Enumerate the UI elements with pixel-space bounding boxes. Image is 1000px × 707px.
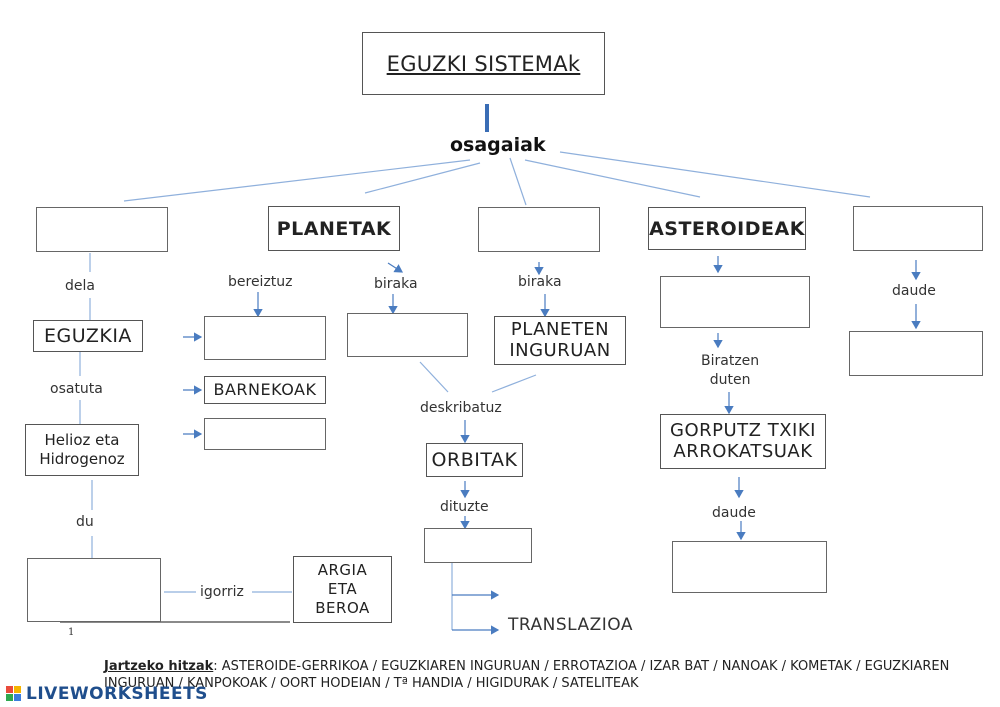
- blank-box-planet-type-3[interactable]: [204, 418, 326, 450]
- eguzkia-text: EGUZKIA: [44, 325, 132, 347]
- label-dituzte: dituzte: [440, 499, 489, 515]
- page-number: 1: [68, 627, 75, 638]
- blank-box-asteroid-location[interactable]: [660, 276, 810, 328]
- label-du: du: [76, 514, 94, 530]
- liveworksheets-logo: LIVEWORKSHEETS: [6, 684, 208, 704]
- blank-box-asteroid-where[interactable]: [672, 541, 827, 593]
- barnekoak-text: BARNEKOAK: [213, 379, 317, 399]
- eguzkia-box: EGUZKIA: [33, 320, 143, 352]
- label-translazioa: TRANSLAZIOA: [508, 615, 634, 635]
- label-bereiztuz: bereiztuz: [228, 274, 293, 290]
- planetak-box: PLANETAK: [268, 206, 400, 251]
- label-daude-2: daude: [892, 283, 936, 299]
- blank-box-bottom-left[interactable]: [27, 558, 161, 622]
- blank-box-top-5[interactable]: [853, 206, 983, 251]
- label-biraka-2: biraka: [518, 274, 562, 290]
- orbitak-text: ORBITAK: [431, 449, 518, 471]
- blank-box-planet-orbit[interactable]: [347, 313, 468, 357]
- label-deskribatuz: deskribatuz: [420, 400, 502, 416]
- blank-box-planet-type-1[interactable]: [204, 316, 326, 360]
- label-daude-1: daude: [712, 505, 756, 521]
- word-bank-key: Jartzeko hitzak: [104, 659, 214, 674]
- planetak-text: PLANETAK: [276, 217, 392, 240]
- gorputz-text: GORPUTZ TXIKI ARROKATSUAK: [670, 419, 816, 462]
- argia-text: ARGIA ETA BEROA: [315, 561, 370, 617]
- hub-label: osagaiak: [450, 134, 546, 156]
- blank-box-motion[interactable]: [424, 528, 532, 563]
- orbitak-box: ORBITAK: [426, 443, 523, 477]
- label-igorriz: igorriz: [200, 584, 244, 600]
- barnekoak-box: BARNEKOAK: [204, 376, 326, 404]
- planeten-inguruan-box: PLANETEN INGURUAN: [494, 316, 626, 365]
- title-box: EGUZKI SISTEMAk: [362, 32, 605, 95]
- label-biratzen-duten: Biratzen duten: [701, 353, 760, 388]
- logo-text: LIVEWORKSHEETS: [26, 684, 208, 704]
- blank-box-top-3[interactable]: [478, 207, 600, 252]
- title-text: EGUZKI SISTEMAk: [386, 51, 581, 76]
- label-dela: dela: [65, 278, 95, 294]
- helioz-box: Helioz eta Hidrogenoz: [25, 424, 139, 476]
- planeten-inguruan-text: PLANETEN INGURUAN: [509, 318, 611, 361]
- argia-box: ARGIA ETA BEROA: [293, 556, 392, 623]
- asteroideak-box: ASTEROIDEAK: [648, 207, 806, 250]
- logo-icon: [6, 686, 22, 702]
- word-bank: Jartzeko hitzak: ASTEROIDE-GERRIKOA / EG…: [104, 659, 964, 693]
- asteroideak-text: ASTEROIDEAK: [649, 217, 805, 240]
- blank-box-right-bottom[interactable]: [849, 331, 983, 376]
- label-biraka-1: biraka: [374, 276, 418, 292]
- word-bank-words: : ASTEROIDE-GERRIKOA / EGUZKIAREN INGURU…: [104, 659, 950, 691]
- label-osatuta: osatuta: [50, 381, 103, 397]
- helioz-text: Helioz eta Hidrogenoz: [39, 430, 125, 469]
- gorputz-box: GORPUTZ TXIKI ARROKATSUAK: [660, 414, 826, 469]
- blank-box-top-1[interactable]: [36, 207, 168, 252]
